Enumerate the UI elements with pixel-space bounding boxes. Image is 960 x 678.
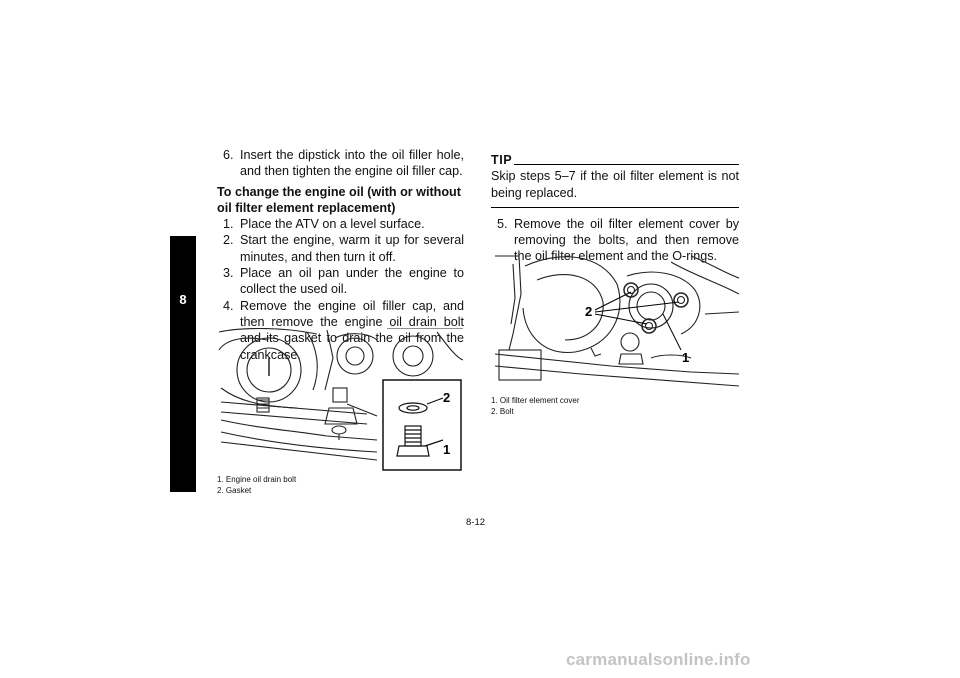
step-text: Insert the dipstick into the oil filler … <box>240 148 464 179</box>
step-3: 3. Place an oil pan under the engine to … <box>217 265 464 298</box>
callout-2: 2 <box>443 390 450 405</box>
section-heading: To change the engine oil (with or withou… <box>217 184 461 215</box>
step-2: 2. Start the engine, warm it up for seve… <box>217 232 464 265</box>
step-text: Start the engine, warm it up for several… <box>240 233 464 264</box>
step-text: Place the ATV on a level surface. <box>240 217 425 232</box>
page-number: 8-12 <box>466 517 486 528</box>
section-tab-label: 8 <box>179 292 187 307</box>
drain-bolt-illustration: 2 1 <box>218 328 463 471</box>
left-column: 6. Insert the dipstick into the oil fill… <box>217 147 464 363</box>
step-number: 4. <box>223 298 234 313</box>
callout-1: 1 <box>682 350 689 365</box>
step-number: 2. <box>223 233 234 248</box>
caption-item: 2. Gasket <box>217 485 252 495</box>
figure-1-captions: 1. Engine oil drain bolt 2. Gasket <box>217 475 296 496</box>
tip-label: TIP <box>491 153 513 167</box>
callout-2: 2 <box>585 304 592 319</box>
tip-text: Skip steps 5–7 if the oil filter element… <box>491 168 739 208</box>
tip-rule <box>514 164 739 166</box>
watermark-text: carmanualsonline.info <box>566 650 751 669</box>
step-number: 5. <box>497 216 508 231</box>
oil-filter-cover-illustration: 2 1 <box>494 255 739 387</box>
callout-1: 1 <box>443 442 450 457</box>
step-text: Place an oil pan under the engine to col… <box>240 266 464 297</box>
step-number: 6. <box>223 148 234 162</box>
step-number: 3. <box>223 266 234 281</box>
caption-item: 1. Engine oil drain bolt <box>217 475 297 484</box>
step-text: Remove the oil filter element cover by r… <box>514 216 739 264</box>
step-5: 5. Remove the oil filter element cover b… <box>491 216 739 265</box>
step-6: 6. Insert the dipstick into the oil fill… <box>217 147 464 180</box>
caption-item: 2. Bolt <box>491 406 514 416</box>
caption-item: 1. Oil filter element cover <box>491 396 580 405</box>
right-column: TIP Skip steps 5–7 if the oil filter ele… <box>491 152 739 265</box>
figure-2-captions: 1. Oil filter element cover 2. Bolt <box>491 396 579 417</box>
tip-header: TIP <box>491 152 739 168</box>
step-1: 1. Place the ATV on a level surface. <box>217 216 464 232</box>
section-tab: 8 <box>170 236 196 492</box>
step-number: 1. <box>223 217 234 232</box>
